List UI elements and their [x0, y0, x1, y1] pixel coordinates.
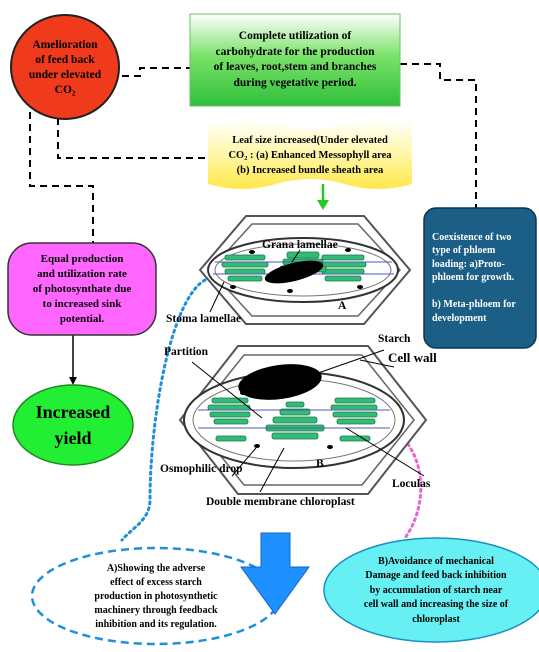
label-starch: Starch: [378, 333, 411, 345]
showing-adverse-node: A)Showing the adverse effect of excess s…: [94, 563, 218, 630]
pointer-osmophilic: [231, 447, 257, 477]
pointer-partition: [191, 361, 263, 419]
label-stoma-lamellae: Stoma lamellae: [166, 313, 242, 325]
osmophilic-drops-b: [240, 391, 333, 449]
leaf-size-node-shape: [208, 119, 412, 189]
label-cell-a: A: [338, 300, 347, 312]
increased-yield-node: Increased yield: [35, 402, 111, 448]
coexistence-node: Coexistence of two type of phloem loadin…: [432, 231, 516, 324]
osmophilic-drops-a: [230, 248, 363, 293]
pointer-loculas: [345, 427, 425, 477]
connector-utilization-to-coexistence: [400, 63, 477, 208]
avoidance-node: B)Avoidance of mechanical Damage and fee…: [363, 555, 509, 625]
equal-production-node-shape: [7, 242, 157, 336]
pointer-grana-a: [291, 249, 301, 263]
connector-blue-dotted: [120, 278, 207, 542]
cell-a-inner-wall: [208, 223, 402, 317]
connector-pink-dotted: [378, 420, 423, 540]
label-loculas: Loculas: [392, 478, 431, 490]
big-down-arrow: [240, 532, 310, 615]
label-cell-b: B: [316, 458, 324, 470]
label-grana-lamellae: Grana lamellae: [262, 239, 338, 251]
cell-b: [178, 345, 428, 495]
equal-production-node: Equal production and utilization rate of…: [32, 252, 132, 325]
arrow-leaf-to-cell-a-head: [317, 200, 329, 210]
cell-a: [198, 215, 412, 325]
label-cell-wall: Cell wall: [388, 350, 437, 365]
amelioration-node-shape: [10, 14, 120, 120]
pointer-starch: [303, 349, 385, 379]
starch-grain-b: [238, 364, 322, 400]
chloroplast-a-inner: [214, 243, 392, 297]
utilization-node-shape: [189, 13, 401, 107]
leaf-size-node: Leaf size increased(Under elevated CO₂ :…: [228, 134, 392, 176]
label-osmophilic-drop: Osmophilic drop: [160, 463, 243, 475]
amelioration-node: Amelioration of feed back under elevated…: [28, 39, 102, 96]
coexistence-node-shape: [423, 207, 537, 349]
cell-b-inner-wall: [191, 354, 415, 486]
pointer-stoma-a: [209, 281, 225, 313]
pointer-double-membrane: [259, 447, 285, 493]
utilization-node: Complete utilization of carbohydrate for…: [213, 30, 377, 89]
increased-yield-node-shape: [12, 384, 134, 466]
connector-amelioration-to-utilization: [110, 67, 190, 77]
label-partition: Partition: [164, 346, 209, 358]
connector-amelioration-to-equal-production: [29, 112, 94, 245]
label-double-membrane: Double membrane chloroplast: [206, 496, 355, 508]
avoidance-node-shape: [323, 537, 539, 643]
stroma-lamellae-b: [198, 409, 390, 429]
connector-amelioration-to-leaf-size: [57, 118, 282, 159]
starch-grain-a: [264, 260, 324, 284]
pointer-cell-wall: [359, 359, 395, 368]
grana-stacks-b: [207, 397, 378, 442]
